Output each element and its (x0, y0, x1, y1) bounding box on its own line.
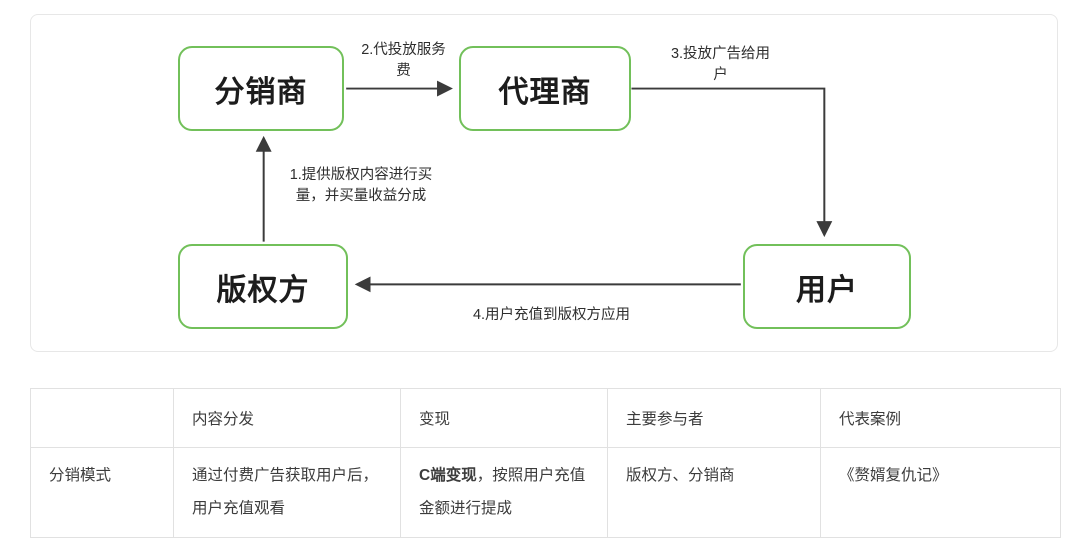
monetization-cell: C端变现，按照用户充值金额进行提成 (400, 446, 608, 539)
header-content-distribution: 内容分发 (173, 388, 401, 448)
node-copyright-holder-label: 版权方 (216, 273, 310, 307)
arrow-layer (255, 80, 833, 293)
node-distributor: 分销商 (178, 46, 344, 131)
table-header-row: 内容分发 变现 主要参与者 代表案例 (30, 388, 1061, 448)
content-distribution-cell: 通过付费广告获取用户后，用户充值观看 (173, 446, 401, 539)
node-agent-label: 代理商 (498, 75, 592, 109)
header-example: 代表案例 (820, 388, 1061, 448)
monetization-rest-text: ，按照用户充值金额进行提成 (419, 467, 586, 517)
flow-diagram-panel: 分销商 代理商 版权方 用户 1.提供版权内容进行买 量，并买量收益分成 2.代… (30, 14, 1058, 352)
row-label-cell: 分销模式 (30, 446, 174, 539)
edge-label-3: 3.投放广告给用 户 (670, 46, 771, 84)
node-user: 用户 (743, 244, 911, 329)
participants-cell: 版权方、分销商 (607, 446, 821, 539)
arrow-agent-to-user (631, 87, 833, 238)
header-blank (30, 388, 174, 448)
example-cell: 《赘婿复仇记》 (820, 446, 1061, 539)
edge-label-1: 1.提供版权内容进行买 量，并买量收益分成 (289, 167, 433, 205)
info-table: 内容分发 变现 主要参与者 代表案例 分销模式 通过付费广告获取用户后，用户充值… (30, 388, 1061, 539)
table-row: 分销模式 通过付费广告获取用户后，用户充值观看 C端变现，按照用户充值金额进行提… (30, 446, 1061, 539)
header-monetization: 变现 (400, 388, 608, 448)
node-user-label: 用户 (796, 273, 858, 307)
edge-label-2: 2.代投放服务 费 (361, 42, 446, 80)
monetization-bold-text: C端变现 (419, 467, 477, 484)
edge-label-4: 4.用户充值到版权方应用 (472, 307, 631, 323)
node-distributor-label: 分销商 (214, 75, 308, 109)
header-participants: 主要参与者 (607, 388, 821, 448)
node-agent: 代理商 (459, 46, 631, 131)
node-copyright-holder: 版权方 (178, 244, 348, 329)
